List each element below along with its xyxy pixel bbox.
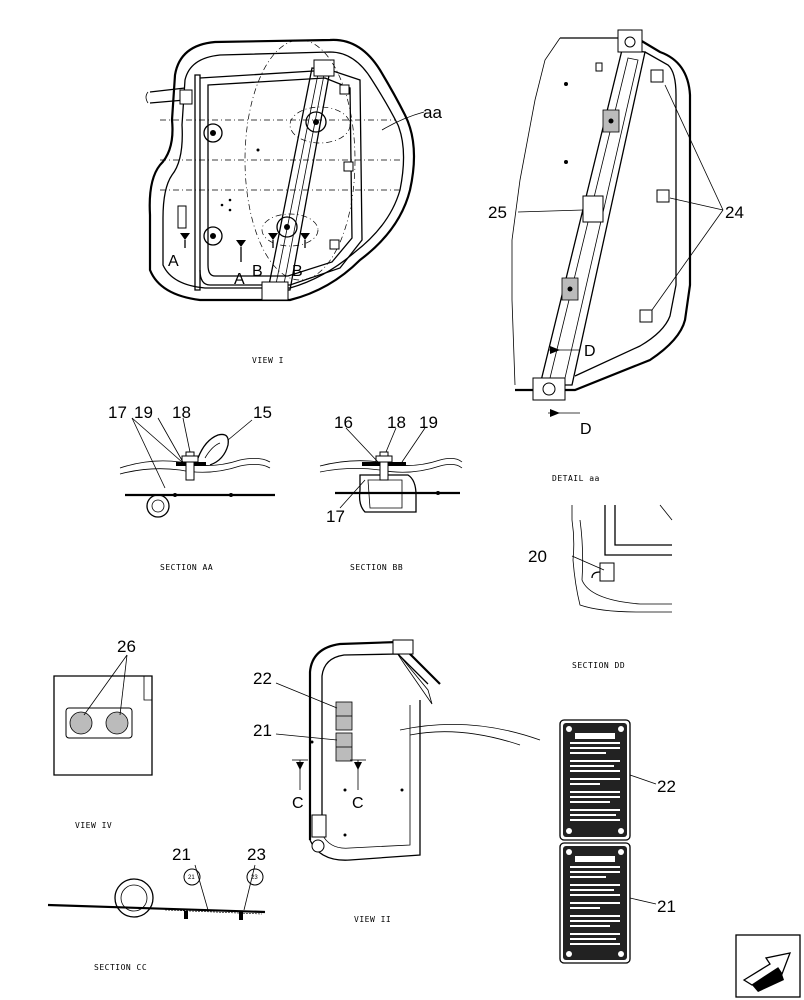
callout-20: 20 — [528, 547, 547, 566]
callout-21-cc: 21 — [172, 845, 191, 864]
callout-15-aa: 15 — [253, 403, 272, 422]
section-marker-a2: A — [234, 271, 245, 288]
section-marker-a1: A — [168, 253, 179, 270]
decal-22 — [559, 719, 631, 841]
callout-17-aa: 17 — [108, 403, 127, 422]
section-cc-drawing — [47, 864, 266, 920]
detail-aa-drawing — [511, 29, 724, 417]
section-marker-c2: C — [352, 795, 364, 812]
section-dd-caption: SECTION DD — [572, 661, 625, 670]
callout-21-view: 21 — [253, 721, 272, 740]
section-cc-caption: SECTION CC — [94, 963, 147, 972]
view-i-caption: VIEW I — [252, 356, 284, 365]
view-i-drawing — [145, 38, 425, 302]
section-dd-drawing — [571, 504, 673, 613]
view-ii-caption: VIEW II — [354, 915, 391, 924]
bubble-21: 21 — [188, 875, 195, 881]
section-aa-caption: SECTION AA — [160, 563, 213, 572]
callout-18-aa: 18 — [172, 403, 191, 422]
decal-21 — [559, 842, 631, 964]
section-marker-b2: B — [292, 263, 303, 280]
section-aa-drawing — [119, 417, 275, 518]
arrow-icon[interactable] — [735, 934, 801, 998]
detail-ref-label: aa — [423, 103, 442, 122]
bubble-23: 23 — [251, 875, 258, 881]
callout-17-bb: 17 — [326, 507, 345, 526]
section-marker-d2: D — [580, 421, 592, 438]
section-bb-drawing — [319, 427, 463, 513]
callout-19-aa: 19 — [134, 403, 153, 422]
section-marker-d1: D — [584, 343, 596, 360]
callout-16-bb: 16 — [334, 413, 353, 432]
detail-aa-caption: DETAIL aa — [552, 474, 600, 483]
section-marker-c1: C — [292, 795, 304, 812]
view-iv-drawing — [53, 654, 153, 776]
view-iv-caption: VIEW IV — [75, 821, 112, 830]
callout-22-decal: 22 — [657, 777, 676, 796]
callout-23-cc: 23 — [247, 845, 266, 864]
callout-26: 26 — [117, 637, 136, 656]
callout-19-bb: 19 — [419, 413, 438, 432]
callout-22-view: 22 — [253, 669, 272, 688]
view-ii-drawing — [275, 639, 541, 861]
callout-18-bb: 18 — [387, 413, 406, 432]
callout-21-decal: 21 — [657, 897, 676, 916]
callout-24: 24 — [725, 203, 744, 222]
callout-25: 25 — [488, 203, 507, 222]
section-bb-caption: SECTION BB — [350, 563, 403, 572]
section-marker-b1: B — [252, 263, 263, 280]
